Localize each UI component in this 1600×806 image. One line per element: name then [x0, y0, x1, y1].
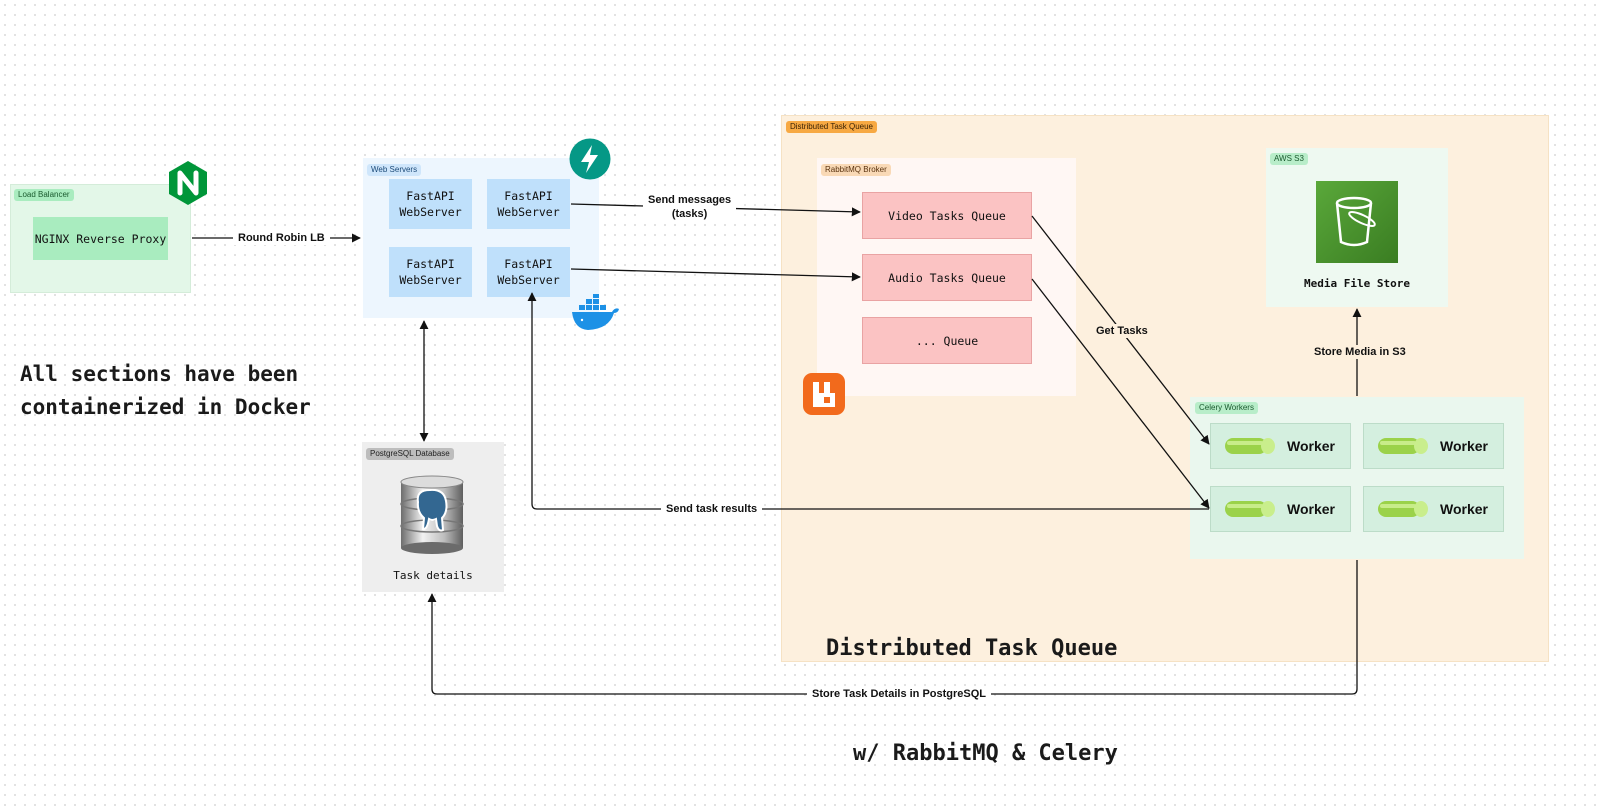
worker-label: Worker	[1287, 438, 1335, 454]
celery-worker-node: Worker	[1210, 486, 1351, 532]
s3-bucket-icon	[1316, 181, 1398, 263]
task-details-label: Task details	[393, 569, 473, 582]
docker-whale-icon	[570, 294, 622, 332]
distributed-task-queue-tag: Distributed Task Queue	[786, 121, 878, 133]
load-balancer-tag: Load Balancer	[14, 189, 74, 201]
fastapi-webserver-node: FastAPI WebServer	[487, 179, 570, 229]
diagram-title-line-1: Distributed Task Queue	[826, 636, 1118, 661]
fastapi-webserver-node: FastAPI WebServer	[389, 247, 472, 297]
fastapi-lightning-icon	[569, 138, 611, 180]
docker-note: All sections have been containerized in …	[20, 358, 311, 424]
edge-send-messages-audio	[570, 268, 861, 282]
aws-s3-tag: AWS S3	[1270, 153, 1308, 165]
fastapi-webserver-node: FastAPI WebServer	[487, 247, 570, 297]
other-queue-node: ... Queue	[862, 317, 1032, 364]
celery-worker-node: Worker	[1363, 423, 1504, 469]
celery-workers-tag: Celery Workers	[1195, 402, 1258, 414]
fastapi-webserver-node: FastAPI WebServer	[389, 179, 472, 229]
celery-pipe-icon	[1225, 500, 1277, 518]
diagram-title: Distributed Task Queue w/ RabbitMQ & Cel…	[826, 561, 1118, 806]
celery-pipe-icon	[1225, 437, 1277, 455]
celery-pipe-icon	[1378, 437, 1430, 455]
worker-label: Worker	[1287, 501, 1335, 517]
rabbitmq-broker-tag: RabbitMQ Broker	[821, 164, 891, 176]
edge-label-send-task-results: Send task results	[661, 502, 763, 516]
nginx-logo-icon	[167, 160, 209, 206]
video-tasks-queue-node: Video Tasks Queue	[862, 192, 1032, 239]
docker-note-line-2: containerized in Docker	[20, 395, 311, 419]
docker-note-line-1: All sections have been	[20, 362, 299, 386]
rabbitmq-logo-icon	[803, 373, 845, 415]
worker-label: Worker	[1440, 438, 1488, 454]
edge-label-store-media: Store Media in S3	[1309, 345, 1411, 359]
audio-tasks-queue-node: Audio Tasks Queue	[862, 254, 1032, 301]
edge-label-get-tasks: Get Tasks	[1091, 324, 1153, 338]
web-servers-tag: Web Servers	[367, 164, 422, 176]
celery-worker-node: Worker	[1210, 423, 1351, 469]
worker-label: Worker	[1440, 501, 1488, 517]
postgresql-database-tag: PostgreSQL Database	[366, 448, 454, 460]
postgresql-elephant-icon	[396, 474, 468, 554]
edge-label-round-robin: Round Robin LB	[233, 231, 330, 245]
edge-send-task-results	[527, 292, 1209, 510]
media-file-store-label: Media File Store	[1304, 277, 1410, 290]
edge-get-tasks-audio	[1031, 278, 1210, 509]
nginx-reverse-proxy-node: NGINX Reverse Proxy	[33, 217, 168, 260]
edge-label-send-messages: Send messages (tasks)	[643, 193, 737, 221]
diagram-title-line-2: w/ RabbitMQ & Celery	[853, 741, 1118, 766]
edge-label-store-task-details: Store Task Details in PostgreSQL	[807, 687, 992, 701]
celery-pipe-icon	[1378, 500, 1430, 518]
celery-worker-node: Worker	[1363, 486, 1504, 532]
